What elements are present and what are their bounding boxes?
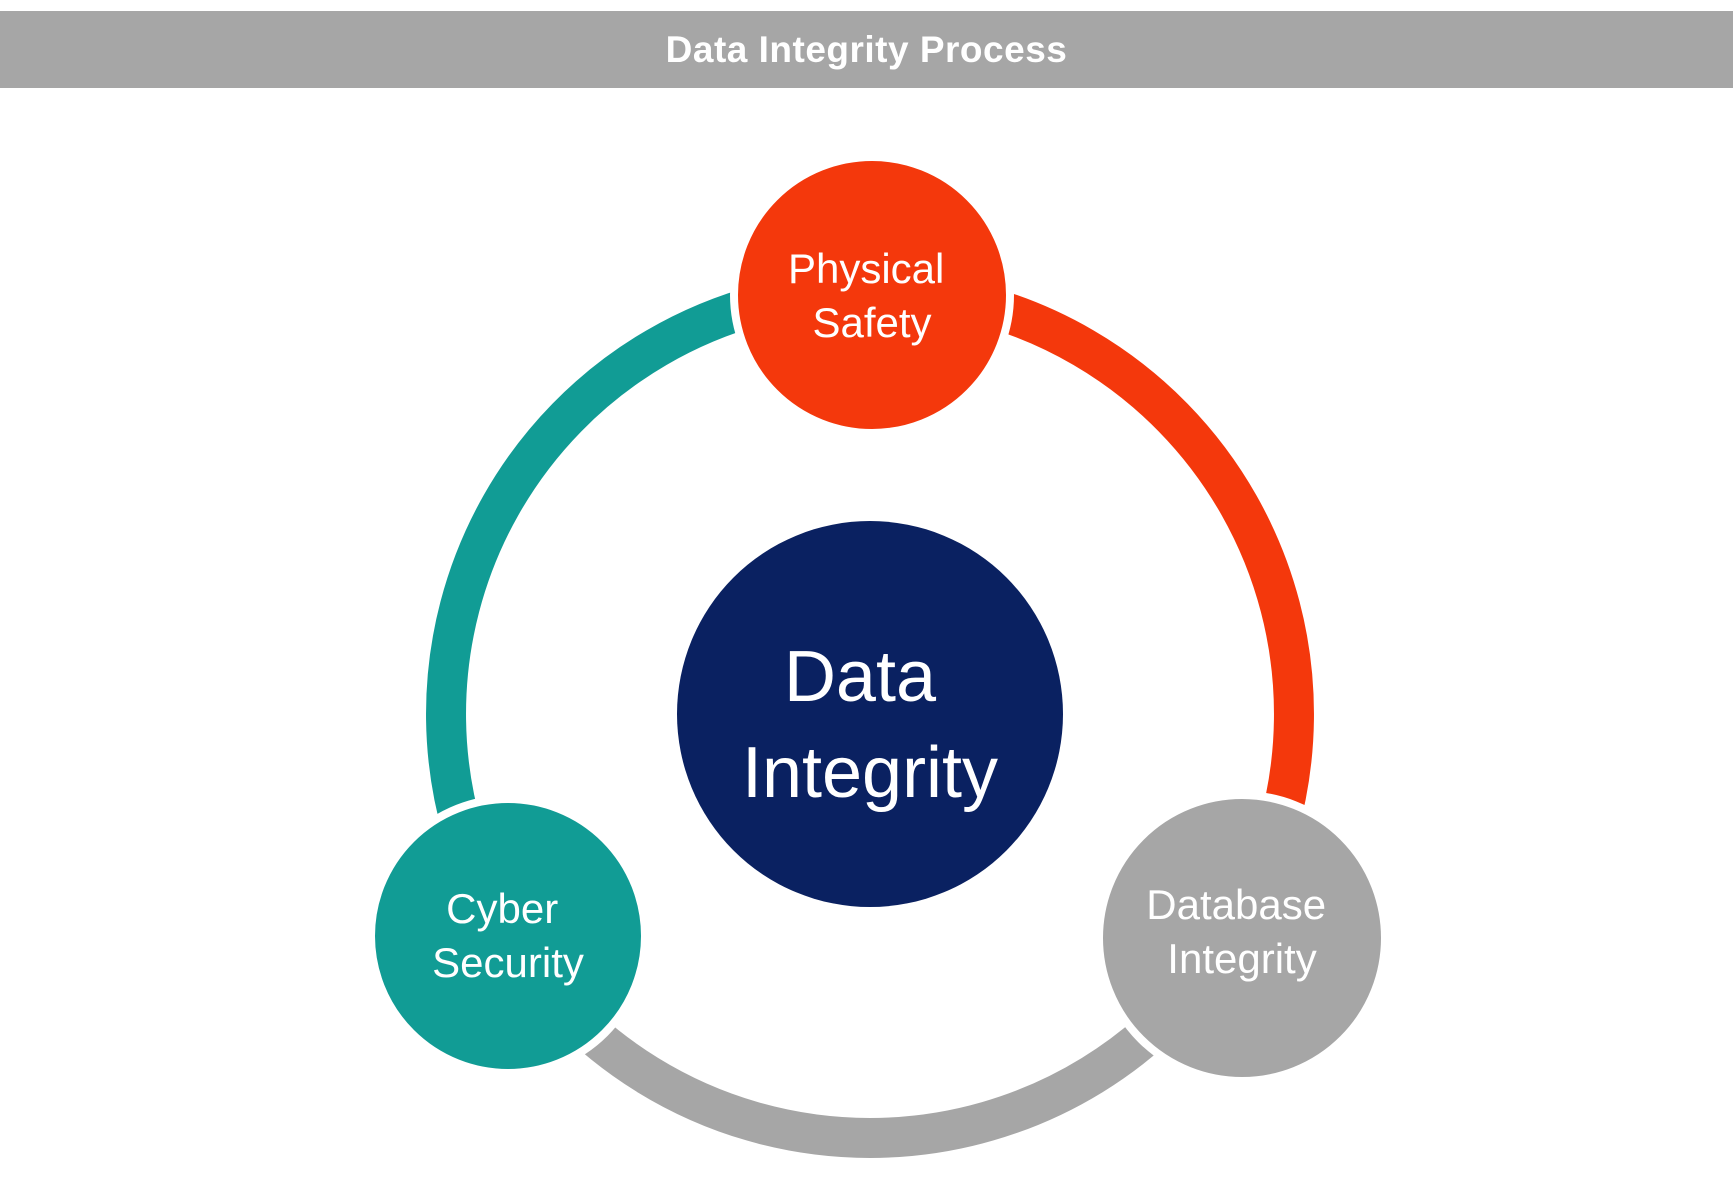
center-circle-data-integrity [677,521,1063,907]
title-bar: Data Integrity Process [0,11,1733,88]
page-title: Data Integrity Process [665,28,1068,70]
node-circle-database-integrity [1095,791,1389,1085]
center-label-line2: Integrity [742,733,998,813]
node-label-database-integrity-line1: Database [1146,881,1326,928]
node-label-physical-safety-line2: Safety [812,299,931,346]
node-label-physical-safety-line1: Physical [788,245,944,292]
center-label: Data Integrity [742,637,998,813]
node-label-physical-safety: Physical Safety [788,245,956,346]
center-label-line1: Data [784,637,937,717]
node-circle-cyber-security [367,795,649,1077]
node-label-cyber-security-line2: Security [432,939,584,986]
node-circle-physical-safety [730,153,1014,437]
node-label-database-integrity-line2: Integrity [1167,935,1316,982]
node-label-cyber-security-line1: Cyber [446,885,558,932]
node-label-cyber-security: Cyber Security [432,885,584,986]
node-label-database-integrity: Database Integrity [1146,881,1337,982]
